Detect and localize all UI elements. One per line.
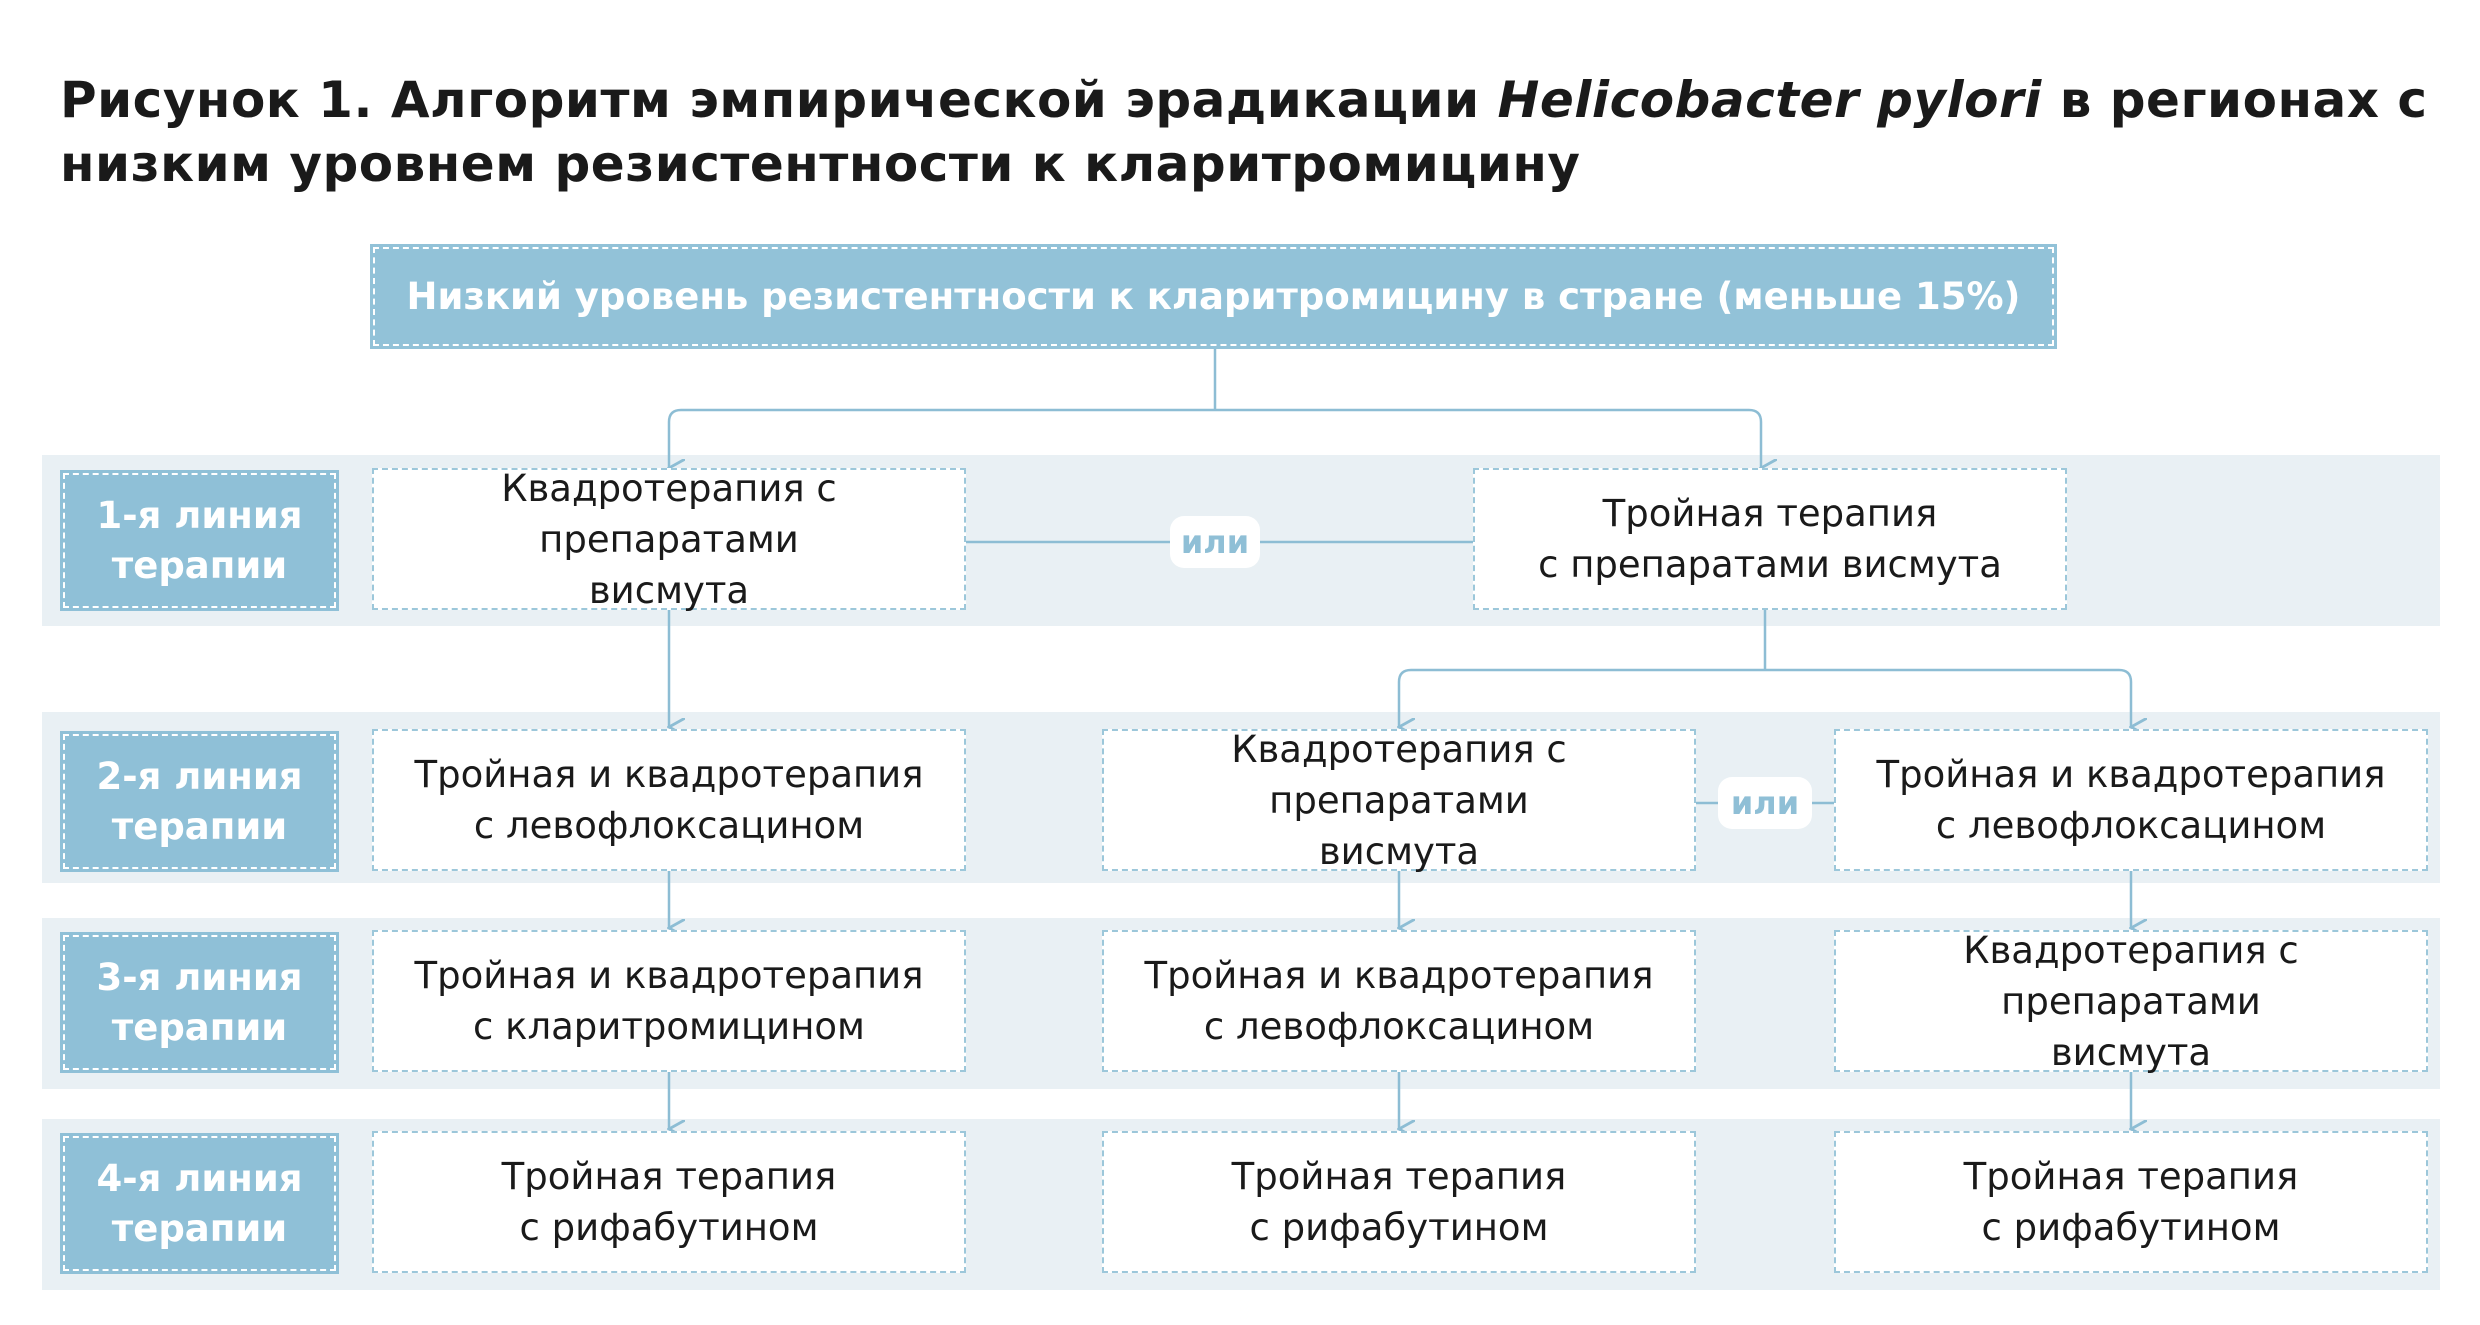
line4-rifabutin-box-a: Тройная терапия с рифабутином xyxy=(372,1131,966,1273)
line1-left-text-2: висмута xyxy=(588,568,750,612)
line3-a-text-1: Тройная и квадротерапия xyxy=(414,954,924,997)
row-label-4-line1: 4-я линия xyxy=(96,1156,303,1200)
row-label-2: 2-я линия терапии xyxy=(60,731,339,872)
line2-b-text-1: Квадротерапия с препаратами xyxy=(1231,727,1567,822)
line2-c-text-1: Тройная и квадротерапия xyxy=(1876,753,2386,796)
row-label-1-line1: 1-я линия xyxy=(96,493,303,537)
line4-c-text-2: с рифабутином xyxy=(1981,1206,2281,1249)
line2-bismuth-quadruple-box: Квадротерапия с препаратами висмута xyxy=(1102,728,1696,873)
line4-a-text-1: Тройная терапия xyxy=(501,1155,837,1198)
header-box: Низкий уровень резистентности к кларитро… xyxy=(370,244,2057,349)
title-italic: Helicobacter pylori xyxy=(1497,71,2042,129)
line4-rifabutin-box-c: Тройная терапия с рифабутином xyxy=(1834,1131,2428,1273)
line3-a-text-2: с кларитромицином xyxy=(473,1005,865,1048)
row-label-4-line2: терапии xyxy=(111,1206,288,1250)
row-label-3: 3-я линия терапии xyxy=(60,932,339,1073)
row-label-2-line1: 2-я линия xyxy=(96,754,303,798)
line3-b-text-2: с левофлоксацином xyxy=(1203,1005,1595,1048)
line2-c-text-2: с левофлоксацином xyxy=(1935,804,2327,847)
line2-levofloxacin-box-c: Тройная и квадротерапия с левофлоксацином xyxy=(1834,729,2428,871)
title-prefix: Рисунок 1. Алгоритм эмпирической эрадика… xyxy=(60,71,1498,129)
line2-a-text-2: с левофлоксацином xyxy=(473,804,865,847)
line3-c-text-2: висмута xyxy=(2050,1030,2212,1074)
connector-to-line2-c xyxy=(1765,668,2131,727)
row-label-3-line1: 3-я линия xyxy=(96,955,303,999)
line2-levofloxacin-box-a: Тройная и квадротерапия с левофлоксацином xyxy=(372,729,966,871)
line4-b-text-1: Тройная терапия xyxy=(1231,1155,1567,1198)
row-label-4: 4-я линия терапии xyxy=(60,1133,339,1274)
row-label-1: 1-я линия терапии xyxy=(60,470,339,611)
line3-levofloxacin-box: Тройная и квадротерапия с левофлоксацином xyxy=(1102,930,1696,1072)
or-badge-row1: или xyxy=(1170,516,1260,568)
row-label-1-line2: терапии xyxy=(111,543,288,587)
line3-bismuth-quadruple-box: Квадротерапия с препаратами висмута xyxy=(1834,929,2428,1074)
figure-title: Рисунок 1. Алгоритм эмпирической эрадика… xyxy=(60,68,2440,196)
connector-to-line2-b xyxy=(1399,668,1765,727)
line2-b-text-2: висмута xyxy=(1318,829,1480,873)
line1-right-text-2: с препаратами висмута xyxy=(1538,543,2002,586)
line3-c-text-1: Квадротерапия с препаратами xyxy=(1963,928,2299,1023)
row-label-2-line2: терапии xyxy=(111,804,288,848)
line3-b-text-1: Тройная и квадротерапия xyxy=(1144,954,1654,997)
line4-b-text-2: с рифабутином xyxy=(1249,1206,1549,1249)
line1-left-text-1: Квадротерапия с препаратами xyxy=(501,466,837,561)
title-suffix: в регионах с низким уровнем резистентнос… xyxy=(60,71,2428,193)
line3-clarithromycin-box: Тройная и квадротерапия с кларитромицином xyxy=(372,930,966,1072)
line2-a-text-1: Тройная и квадротерапия xyxy=(414,753,924,796)
row-label-3-line2: терапии xyxy=(111,1005,288,1049)
or-badge-row2: или xyxy=(1718,777,1812,829)
line1-bismuth-quadruple-box: Квадротерапия с препаратами висмута xyxy=(372,467,966,612)
connector-to-line1-right xyxy=(1215,408,1761,468)
line4-rifabutin-box-b: Тройная терапия с рифабутином xyxy=(1102,1131,1696,1273)
line4-c-text-1: Тройная терапия xyxy=(1963,1155,2299,1198)
line1-right-text-1: Тройная терапия xyxy=(1602,492,1938,535)
line4-a-text-2: с рифабутином xyxy=(519,1206,819,1249)
connector-to-line1-left xyxy=(669,408,1215,468)
line1-triple-bismuth-box: Тройная терапия с препаратами висмута xyxy=(1473,468,2067,610)
